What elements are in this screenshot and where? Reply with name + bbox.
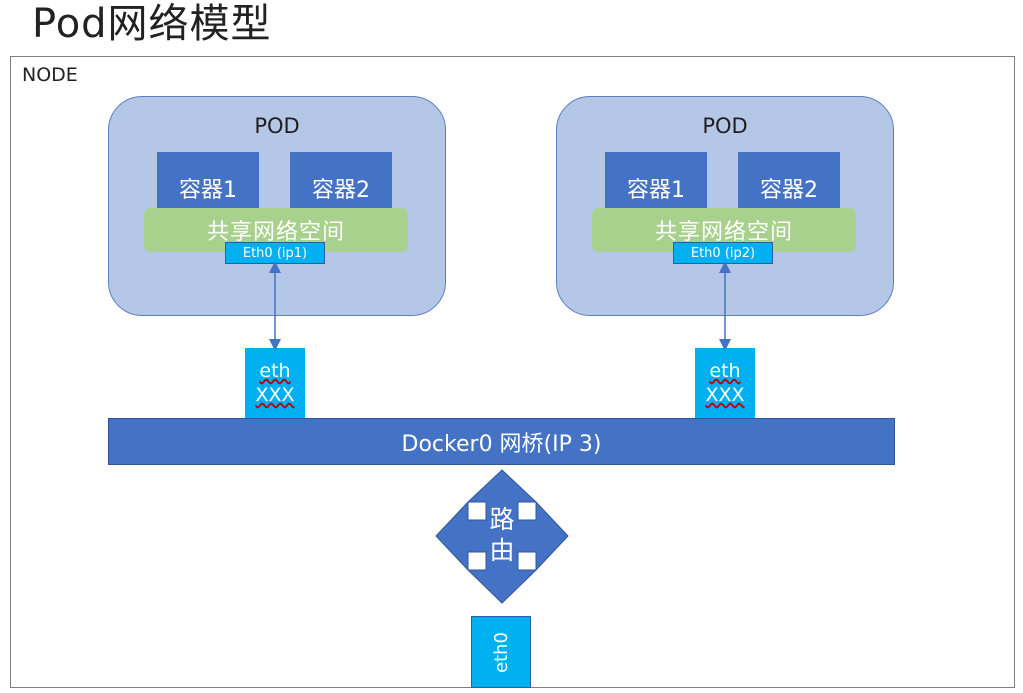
docker0-bridge: Docker0 网桥(IP 3) [108,418,895,465]
pod-1-container-1: 容器1 [157,152,259,210]
veth-1: eth XXX [245,348,305,418]
page-title: Pod网络模型 [32,1,272,47]
router-label: 路 由 [472,504,532,566]
pod-2-container-2: 容器2 [738,152,840,210]
host-eth0 [471,616,531,688]
veth-1-line-2: XXX [255,384,295,406]
host-eth0-label: eth0 [490,631,512,673]
router-label-line-1: 路 [489,505,515,534]
pod-2-container-1: 容器1 [605,152,707,210]
veth-2-line-2: XXX [705,384,745,406]
pod-2-label: POD [702,114,748,138]
veth-2: eth XXX [695,348,755,418]
veth-1-line-1: eth [259,360,291,382]
router-label-line-2: 由 [489,536,515,565]
node-label: NODE [22,64,78,86]
pod-1-eth0: Eth0 (ip1) [225,242,325,264]
pod-1-container-2: 容器2 [290,152,392,210]
router-shape [435,469,569,604]
veth-2-line-1: eth [709,360,741,382]
pod-1-label: POD [254,114,300,138]
host-eth0-label-wrap: eth0 [471,616,531,688]
